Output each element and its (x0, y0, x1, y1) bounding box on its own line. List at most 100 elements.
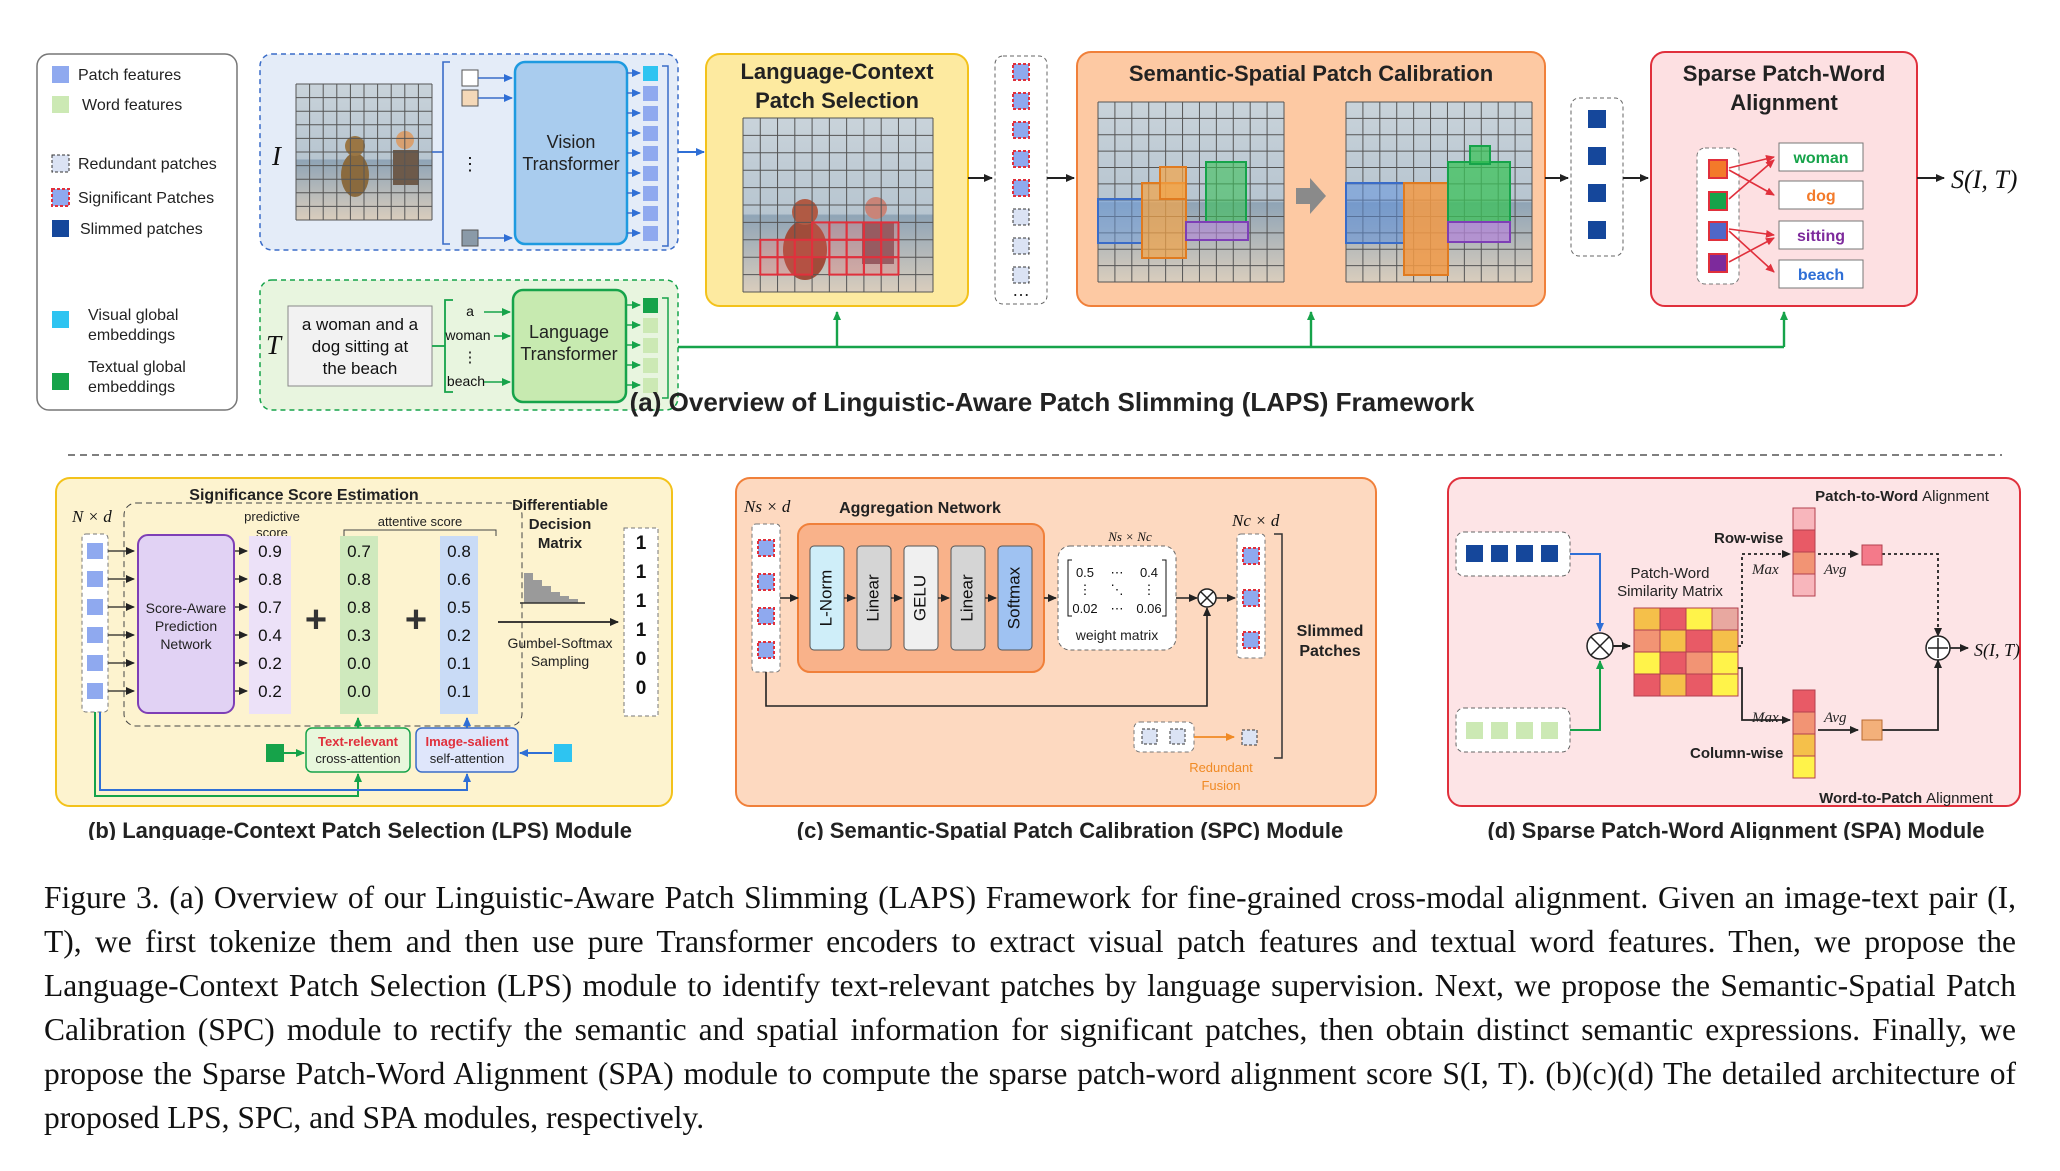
significant-patch (862, 238, 883, 259)
spa-flow (1738, 550, 1969, 734)
image-symbol: I (271, 141, 283, 171)
redundant-patch (1012, 208, 1030, 226)
spc-after-image (1345, 101, 1533, 283)
word-token (643, 378, 658, 393)
patch-chip (1708, 221, 1728, 241)
similarity-cell (1685, 607, 1713, 631)
col-max-cell (1792, 733, 1816, 757)
legend-label: Significant Patches (78, 190, 214, 207)
slimmed-patch (1588, 147, 1606, 165)
significant-patch (1012, 92, 1030, 110)
patch-chip (1708, 191, 1728, 211)
cross-attention-score: 0.7 (347, 542, 371, 561)
cross-attention-score: 0.0 (347, 654, 371, 673)
column-max-vector (1792, 689, 1816, 779)
col-avg-chip (1861, 719, 1883, 741)
row-max-cell (1792, 529, 1816, 553)
overview-subtitle: (a) Overview of Linguistic-Aware Patch S… (630, 387, 1475, 417)
row-wise-label: Row-wise (1714, 530, 1783, 547)
input-patch (87, 571, 103, 587)
legend-label: Redundant patches (78, 156, 217, 173)
significant-patch (862, 221, 883, 241)
predictive-score: 0.9 (258, 542, 282, 561)
input-patch (87, 683, 103, 699)
significant-patch (845, 221, 865, 241)
row-max-cell (1792, 573, 1816, 597)
redundant-patch (1012, 237, 1030, 255)
similarity-cell (1659, 673, 1687, 697)
word-token (1541, 722, 1558, 739)
spa-score: S(I, T) (1974, 640, 2020, 661)
selected-token-column: … (994, 55, 1048, 305)
significant-patch (757, 539, 775, 557)
word-token (1516, 722, 1533, 739)
spc-overview-title: Semantic-Spatial Patch Calibration (1129, 61, 1493, 86)
spc-caption: (c) Semantic-Spatial Patch Calibration (… (797, 818, 1343, 840)
matrix-cell: ⋱ (1111, 582, 1124, 597)
patch-token (643, 66, 658, 81)
predictive-score: 0.4 (258, 626, 282, 645)
significant-patch (1242, 589, 1260, 607)
token-vdots: ⋮ (463, 349, 478, 366)
patch-token (643, 126, 658, 141)
slimmed-patch (1491, 545, 1508, 562)
token-bracket (432, 299, 453, 393)
word-sitting: sitting (1797, 228, 1845, 245)
legend: Patch features Word features Redundant p… (36, 53, 238, 411)
legend-label: Slimmed patches (80, 221, 203, 238)
significant-patch (776, 256, 796, 276)
patch-token (643, 186, 658, 201)
self-attention-score: 0.8 (447, 542, 471, 561)
vision-token-column: ⋮ (432, 61, 513, 247)
weight-matrix-label: weight matrix (1075, 627, 1158, 643)
matrix-cell: 0.4 (1140, 565, 1158, 580)
column-wise-label: Column-wise (1690, 745, 1783, 762)
patch-token (643, 166, 658, 181)
predictive-score: 0.7 (258, 598, 282, 617)
token-bracket (442, 61, 450, 245)
input-patch (87, 599, 103, 615)
decision-value: 0 (636, 678, 647, 699)
attentive-label: attentive score (378, 514, 463, 529)
slimmed-token-column (1570, 97, 1624, 257)
image-token (461, 89, 479, 107)
similarity-cell (1659, 629, 1687, 653)
similarity-cell (1633, 651, 1661, 675)
layer-block (997, 545, 1033, 651)
col-max-cell (1792, 711, 1816, 735)
significant-patch (880, 256, 900, 276)
significant-patch (757, 573, 775, 591)
row-max-vector (1792, 507, 1816, 597)
word-token (643, 358, 658, 373)
patch-token (643, 206, 658, 221)
cross-attention-score: 0.8 (347, 598, 371, 617)
word-dog: dog (1806, 188, 1835, 205)
similarity-cell (1711, 629, 1739, 653)
decision-value: 1 (636, 620, 647, 641)
significant-patch (1242, 631, 1260, 649)
cross-attention-score: 0.8 (347, 570, 371, 589)
self-attention-score: 0.1 (447, 682, 471, 701)
column-ellipsis: … (1012, 280, 1030, 300)
row-max-cell (1792, 507, 1816, 531)
layer-label: L-Norm (816, 570, 835, 627)
row-avg-label: Avg (1823, 562, 1847, 578)
word-woman: woman (1792, 150, 1848, 167)
similarity-cell (1711, 651, 1739, 675)
significant-patch (880, 221, 900, 241)
similarity-cell (1711, 673, 1739, 697)
legend-label: Patch features (78, 67, 181, 84)
similarity-cell (1685, 673, 1713, 697)
token-arrows (484, 308, 511, 386)
matrix-cell: 0.5 (1076, 565, 1094, 580)
significant-patch (845, 256, 865, 276)
layer-label: GELU (910, 575, 929, 621)
